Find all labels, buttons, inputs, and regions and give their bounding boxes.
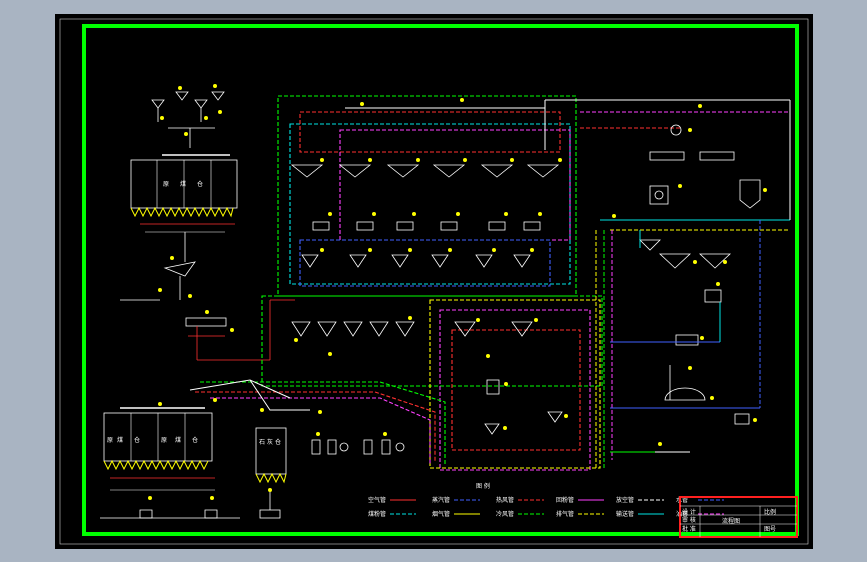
side-silo-label-0: 石: [259, 439, 265, 446]
sheet-border: [59, 18, 809, 545]
legend-item-label: 烟气管: [432, 510, 450, 518]
silo-bottom-label-0: 原: [107, 437, 113, 444]
silo-bottom-label-2: 仓: [134, 436, 140, 444]
silo-bottom-label-1: 煤: [117, 436, 123, 444]
silo-top-label-1: 煤: [180, 180, 186, 188]
sheet-label: 图号: [764, 526, 776, 533]
feeder-markers: [160, 84, 222, 136]
cyclone-row: [290, 164, 560, 268]
legend-item-label: 排气管: [556, 510, 574, 518]
bottom-vessels: [311, 439, 405, 455]
title-row-2: 批 准: [682, 525, 696, 533]
silo-bottom-label-3: 原: [161, 437, 167, 444]
right-equipment: [639, 124, 761, 425]
legend-item-label: 放空管: [616, 496, 634, 504]
title-row-1: 审 核: [682, 516, 696, 524]
legend-item-label: 输送管: [616, 510, 634, 518]
legend-item-label: 蒸汽管: [432, 496, 450, 504]
title-row-0: 设 计: [682, 508, 696, 516]
silo-top-label-2: 仓: [197, 180, 203, 188]
silo-top-label-0: 原: [163, 181, 169, 188]
legend-item-label: 空气管: [368, 496, 386, 504]
side-silo-label-2: 仓: [275, 438, 281, 446]
title-block: 设 计 审 核 批 准 流程图 比例 图号: [679, 496, 798, 538]
legend-item-label: 回粉管: [556, 496, 574, 504]
green-frame: [82, 24, 799, 536]
legend-item-label: 煤粉管: [368, 510, 386, 518]
silo-bottom-label-5: 仓: [192, 436, 198, 444]
legend-title: 图 例: [476, 482, 490, 490]
center-lower-equipment: [291, 321, 563, 435]
instrument-markers: [148, 98, 767, 500]
top-left-feeders: [151, 91, 225, 148]
side-silo-label-1: 灰: [267, 438, 273, 446]
right-pipes: [610, 220, 761, 453]
silo-group-top: 原 煤 仓: [130, 154, 238, 233]
left-middle-markers: [158, 256, 234, 332]
legend-item-label: 油管: [676, 510, 688, 518]
legend-item-label: 冷风管: [496, 510, 514, 518]
legend-item-label: 水管: [676, 496, 688, 504]
silo-bottom-label-4: 煤: [175, 436, 181, 444]
legend-item-label: 热风管: [496, 496, 514, 504]
silo-group-bottom: 原 煤 仓 原 煤 仓: [100, 407, 240, 519]
drawing-name: 流程图: [722, 517, 740, 525]
scale-label: 比例: [764, 508, 776, 516]
mill-loops: [195, 95, 603, 471]
left-middle-equipment: [120, 232, 295, 361]
drawing-sheet: [55, 14, 813, 549]
side-silo: 石 灰 仓: [255, 427, 287, 519]
belt-conveyor: [189, 379, 310, 411]
